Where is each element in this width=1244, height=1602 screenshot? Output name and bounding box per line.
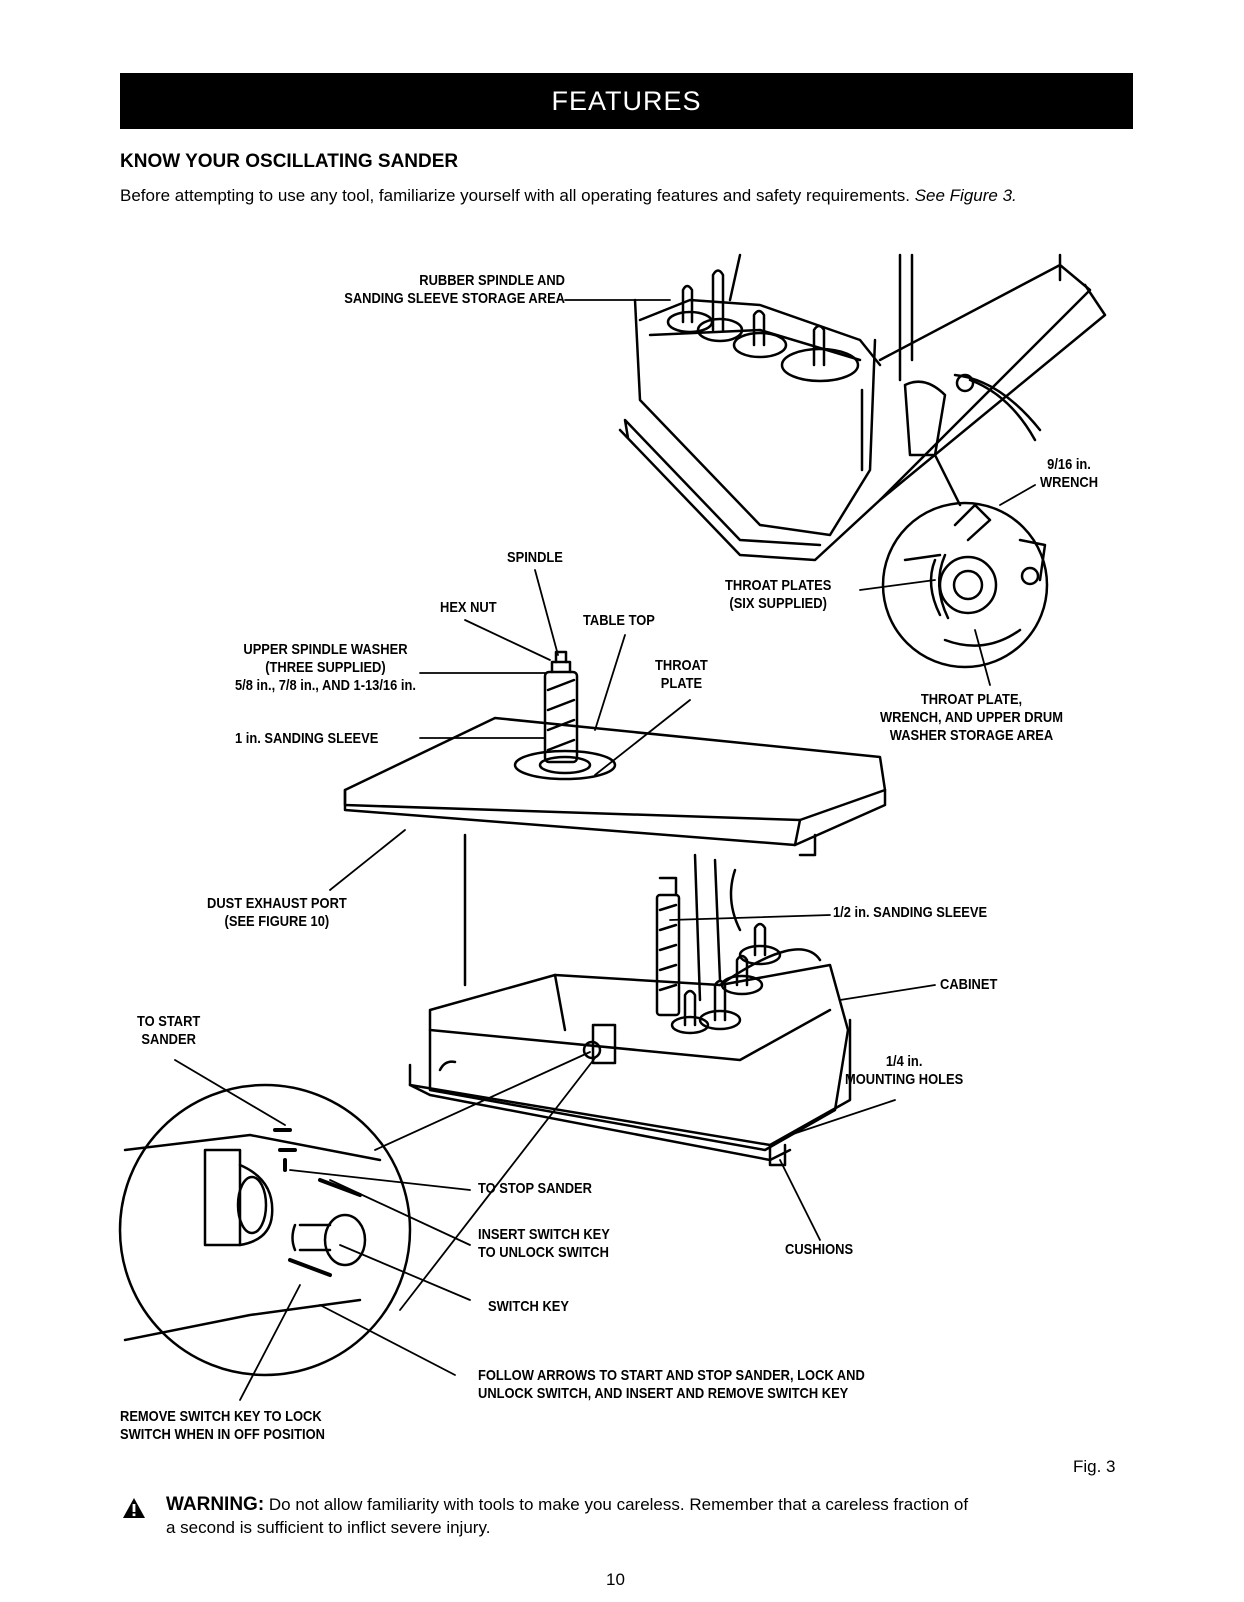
label-cabinet: CABINET xyxy=(940,976,998,993)
label-line: UNLOCK SWITCH, AND INSERT AND REMOVE SWI… xyxy=(478,1385,849,1402)
label-half-in-sanding-sleeve: 1/2 in. SANDING SLEEVE xyxy=(833,904,988,921)
label-line: TO START xyxy=(137,1013,201,1030)
label-line: RUBBER SPINDLE AND xyxy=(419,272,565,289)
label-line: THROAT PLATES xyxy=(725,577,832,594)
label-dust-exhaust-port: DUST EXHAUST PORT(SEE FIGURE 10) xyxy=(207,895,347,931)
label-line: PLATE xyxy=(660,675,703,692)
leader-lines xyxy=(174,299,1036,1401)
label-mounting-holes: 1/4 in.MOUNTING HOLES xyxy=(845,1053,963,1089)
section-heading: KNOW YOUR OSCILLATING SANDER xyxy=(120,151,459,172)
intro-paragraph: Before attempting to use any tool, famil… xyxy=(120,185,1110,207)
label-line: 5/8 in., 7/8 in., AND 1-13/16 in. xyxy=(235,677,416,694)
label-line: SANDER xyxy=(141,1031,196,1048)
label-to-stop-sander: TO STOP SANDER xyxy=(478,1180,592,1197)
label-table-top: TABLE TOP xyxy=(583,612,655,629)
label-hex-nut: HEX NUT xyxy=(440,599,497,616)
label-line: FOLLOW ARROWS TO START AND STOP SANDER, … xyxy=(478,1367,865,1384)
label-spindle: SPINDLE xyxy=(507,549,563,566)
label-line: THROAT PLATE, xyxy=(920,691,1023,708)
warning-triangle-icon xyxy=(123,1498,145,1518)
warning-block: WARNING: Do not allow familiarity with t… xyxy=(122,1493,1132,1539)
features-banner: FEATURES xyxy=(120,73,1133,129)
label-line: SWITCH WHEN IN OFF POSITION xyxy=(120,1426,325,1443)
intro-text: Before attempting to use any tool, famil… xyxy=(120,186,910,205)
label-line: (THREE SUPPLIED) xyxy=(265,659,386,676)
warning-line-2: a second is sufficient to inflict severe… xyxy=(166,1518,491,1537)
page-number: 10 xyxy=(606,1570,625,1589)
label-cushions: CUSHIONS xyxy=(785,1241,854,1258)
label-line: 1/4 in. xyxy=(885,1053,923,1070)
warning-label: WARNING: xyxy=(166,1494,265,1515)
label-line: (SEE FIGURE 10) xyxy=(224,913,330,930)
label-1in-sanding-sleeve: 1 in. SANDING SLEEVE xyxy=(235,730,379,747)
storage-area-detail xyxy=(618,253,1107,669)
label-line: SANDING SLEEVE STORAGE AREA xyxy=(344,290,565,307)
label-line: UPPER SPINDLE WASHER xyxy=(243,641,408,658)
label-throat-plates: THROAT PLATES(SIX SUPPLIED) xyxy=(725,577,831,613)
label-line: 9/16 in. xyxy=(1047,456,1091,473)
switch-detail xyxy=(118,1083,412,1377)
sander-illustration xyxy=(118,253,1107,1401)
label-line: REMOVE SWITCH KEY TO LOCK xyxy=(120,1408,322,1425)
label-line: WASHER STORAGE AREA xyxy=(889,727,1054,744)
label-line: INSERT SWITCH KEY xyxy=(478,1226,610,1243)
label-line: WRENCH xyxy=(1040,474,1099,491)
figure-caption: Fig. 3 xyxy=(1073,1457,1116,1476)
label-upper-spindle-washer: UPPER SPINDLE WASHER(THREE SUPPLIED)5/8 … xyxy=(235,641,416,695)
label-follow-arrows: FOLLOW ARROWS TO START AND STOP SANDER, … xyxy=(478,1367,865,1403)
label-wrench: 9/16 in.WRENCH xyxy=(1040,456,1098,492)
sander-body xyxy=(343,650,887,1167)
label-switch-key: SWITCH KEY xyxy=(488,1298,569,1315)
warning-text-1: Do not allow familiarity with tools to m… xyxy=(268,1495,969,1514)
label-line: DUST EXHAUST PORT xyxy=(207,895,347,912)
warning-line-1: WARNING: Do not allow familiarity with t… xyxy=(122,1493,1132,1516)
intro-figure-ref: See Figure 3. xyxy=(914,186,1017,205)
label-line: (SIX SUPPLIED) xyxy=(729,595,827,612)
label-line: WRENCH, AND UPPER DRUM xyxy=(880,709,1063,726)
label-line: MOUNTING HOLES xyxy=(845,1071,964,1088)
label-line: THROAT xyxy=(655,657,708,674)
label-line: TO UNLOCK SWITCH xyxy=(478,1244,609,1261)
banner-title: FEATURES xyxy=(551,85,702,116)
